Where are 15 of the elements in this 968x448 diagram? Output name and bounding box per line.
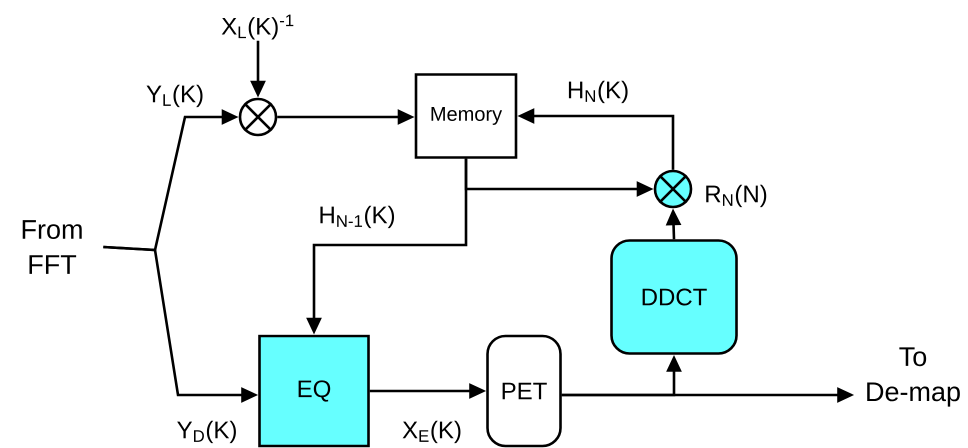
signal-label: R$_{N}$(N) [706, 184, 766, 208]
multiplier-symbol [238, 98, 278, 136]
output-label: To De-map [867, 347, 960, 407]
edge-label: X$_{E}$(K) [400, 419, 464, 444]
process-box: DDCT [610, 239, 738, 355]
process-box: EQ [258, 334, 370, 448]
multiplier-symbol [654, 170, 692, 208]
edge-label: H$_{N}$(K) [566, 79, 630, 104]
edge-label: H$_{N-1}$(K) [317, 204, 397, 230]
input-label: From FFT [22, 220, 82, 274]
process-box: PET [486, 334, 562, 448]
memory-box: Memory [414, 73, 518, 159]
edge-label: Y$_{L}$(K) [144, 83, 206, 108]
input-label: X$_{L}$(K)$^{-1}$ [222, 14, 294, 40]
edge-label: Y$_{D}$(K) [175, 419, 239, 444]
